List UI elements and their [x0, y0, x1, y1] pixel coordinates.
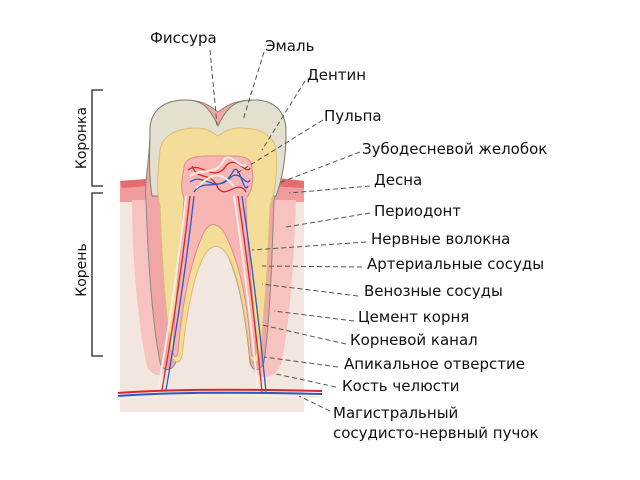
- label-dentin: Дентин: [307, 66, 366, 84]
- neurovascular-network: [157, 156, 267, 393]
- label-jaw-bone: Кость челюсти: [342, 377, 459, 395]
- label-venous-vessels: Венозные сосуды: [364, 282, 503, 300]
- root-section-label: Корень: [74, 243, 90, 296]
- label-root-cementum: Цемент корня: [358, 308, 469, 326]
- main-neurovascular-bundle: [117, 388, 323, 400]
- leader-lines: [209, 49, 371, 412]
- root-bracket: [91, 192, 103, 357]
- crown-section-label: Коронка: [74, 107, 90, 169]
- gum-left-dark: [120, 179, 150, 188]
- label-arterial-vessels: Артериальные сосуды: [367, 255, 544, 273]
- label-gingival-sulcus: Зубодесневой желобок: [362, 140, 547, 158]
- label-nerve-fibers: Нервные волокна: [371, 230, 510, 248]
- label-fissure: Фиссура: [150, 29, 217, 47]
- crown-bracket: [91, 89, 103, 187]
- label-gum: Десна: [374, 171, 422, 189]
- label-main-bundle-line1: Магистральный: [333, 404, 458, 422]
- label-main-bundle-line2: сосудисто-нервный пучок: [333, 424, 539, 442]
- label-root-canal: Корневой канал: [350, 331, 478, 349]
- label-apical-foramen: Апикальное отверстие: [344, 355, 525, 373]
- label-enamel: Эмаль: [265, 37, 314, 55]
- label-periodontium: Периодонт: [374, 202, 461, 220]
- label-pulp: Пульпа: [324, 107, 382, 125]
